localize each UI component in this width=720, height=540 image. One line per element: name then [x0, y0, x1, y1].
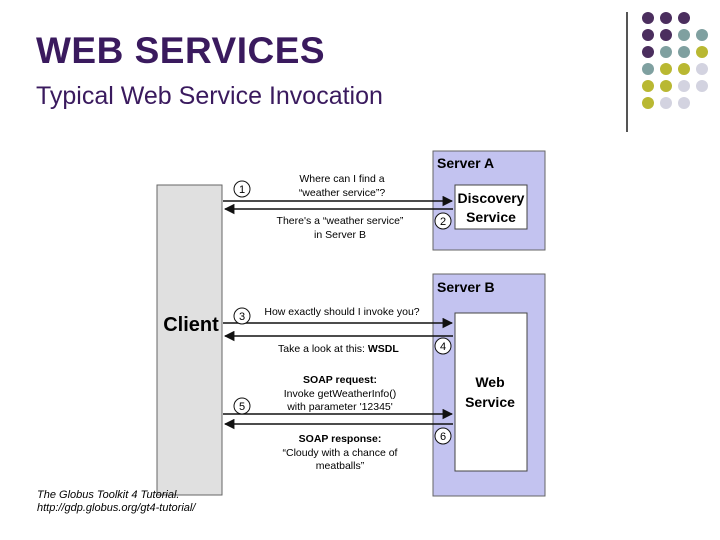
deco-dot: [678, 63, 690, 75]
discovery-service-label-line2: Service: [466, 209, 516, 225]
deco-dot: [642, 97, 654, 109]
deco-dot: [660, 63, 672, 75]
server-a-label: Server A: [437, 155, 494, 171]
server-b-label: Server B: [437, 279, 495, 295]
deco-dot: [642, 80, 654, 92]
deco-dot: [660, 46, 672, 58]
step-1-marker: 1: [233, 180, 251, 198]
deco-dot: [696, 29, 708, 41]
client-label: Client: [163, 314, 219, 336]
client-box: [156, 184, 223, 496]
step-5-text-line1: Invoke getWeatherInfo(): [284, 388, 396, 400]
deco-dot: [660, 12, 672, 24]
slide-subtitle: Typical Web Service Invocation: [36, 82, 383, 110]
citation: The Globus Toolkit 4 Tutorial. http://gd…: [37, 489, 195, 515]
step-3-text: How exactly should I invoke you?: [264, 306, 419, 318]
step-2-text-line1: There's a “weather service”: [277, 215, 404, 227]
step-1-text-line2: “weather service”?: [299, 187, 386, 199]
discovery-service-label-line1: Discovery: [458, 190, 525, 206]
deco-dot: [678, 97, 690, 109]
deco-dot: [678, 80, 690, 92]
deco-dot: [678, 12, 690, 24]
step-3-marker: 3: [233, 307, 251, 325]
svg-text:2: 2: [440, 216, 446, 228]
svg-text:6: 6: [440, 431, 446, 443]
deco-dot: [660, 29, 672, 41]
deco-dot: [678, 29, 690, 41]
deco-dot: [642, 46, 654, 58]
citation-url: http://gdp.globus.org/gt4-tutorial/: [37, 502, 196, 514]
step-6-title: SOAP response:: [299, 433, 382, 445]
deco-dot: [696, 63, 708, 75]
step-6-text-line1: “Cloudy with a chance of: [283, 447, 398, 459]
deco-dot: [696, 46, 708, 58]
step-6-marker: 6: [434, 427, 452, 445]
deco-dot: [660, 80, 672, 92]
step-5-marker: 5: [233, 397, 251, 415]
step-6-text-line2: meatballs”: [316, 460, 365, 472]
web-service-label-line2: Service: [465, 394, 515, 410]
step-5-text-line2: with parameter '12345': [286, 401, 393, 413]
step-4-text: Take a look at this: WSDL: [278, 343, 399, 355]
step-2-text-line2: in Server B: [314, 229, 366, 241]
deco-dot: [696, 80, 708, 92]
step-1-text-line1: Where can I find a: [299, 173, 384, 185]
deco-dot: [678, 46, 690, 58]
deco-dot: [642, 29, 654, 41]
decorative-divider: [626, 12, 628, 132]
step-2-marker: 2: [434, 212, 452, 230]
decorative-dot-grid: [642, 12, 708, 109]
svg-text:5: 5: [239, 401, 245, 413]
svg-text:3: 3: [239, 311, 245, 323]
web-service-box: [454, 312, 528, 472]
deco-dot: [642, 63, 654, 75]
deco-dot: [660, 97, 672, 109]
step-5-title: SOAP request:: [303, 374, 377, 386]
deco-dot: [642, 12, 654, 24]
discovery-service-box: [454, 184, 528, 230]
svg-text:4: 4: [440, 341, 446, 353]
step-4-marker: 4: [434, 337, 452, 355]
svg-text:1: 1: [239, 184, 245, 196]
web-service-label-line1: Web: [475, 374, 504, 390]
citation-title: The Globus Toolkit 4 Tutorial.: [37, 489, 180, 501]
slide-title: WEB SERVICES: [36, 30, 326, 71]
